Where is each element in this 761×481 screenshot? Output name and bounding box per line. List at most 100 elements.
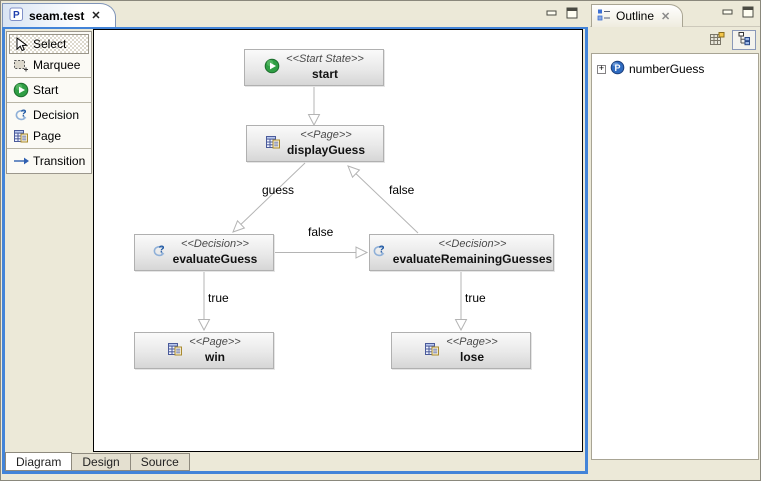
outline-toolbar xyxy=(705,30,756,50)
outline-tree: + P numberGuess xyxy=(591,53,759,460)
editor-minmax xyxy=(546,7,578,22)
outline-title: Outline xyxy=(616,9,655,23)
svg-text:?: ? xyxy=(378,244,384,255)
node-evaluateGuess[interactable]: ? <<Decision>> evaluateGuess xyxy=(134,234,274,271)
tab-title: seam.test xyxy=(29,8,85,23)
start-state-icon xyxy=(12,82,30,98)
page-icon xyxy=(265,134,281,153)
edge-label-false-right[interactable]: false xyxy=(308,225,334,239)
edge-start-displayGuess[interactable] xyxy=(307,87,321,127)
edge-displayGuess-evaluateGuess[interactable] xyxy=(232,162,306,233)
node-stereotype: <<Page>> xyxy=(189,336,241,349)
outline-view: Outline ✕ xyxy=(590,2,760,473)
node-lose[interactable]: <<Page>> lose xyxy=(391,332,531,369)
node-win[interactable]: <<Page>> win xyxy=(134,332,274,369)
palette-group-transition: Transition xyxy=(7,149,91,173)
edge-label-true-right[interactable]: true xyxy=(465,291,486,305)
node-stereotype: <<Decision>> xyxy=(181,238,249,251)
node-start[interactable]: <<Start State>> start xyxy=(244,49,384,86)
edge-evaluateRemainingGuesses-lose[interactable] xyxy=(454,272,468,332)
tab-design[interactable]: Design xyxy=(72,453,131,471)
tab-label: Design xyxy=(82,455,120,469)
node-displayGuess[interactable]: <<Page>> displayGuess xyxy=(246,125,384,162)
select-cursor-icon xyxy=(12,36,30,52)
palette-item-transition[interactable]: Transition xyxy=(9,151,89,171)
page-icon xyxy=(167,341,183,360)
editor-tab-row: P seam.test ✕ xyxy=(2,2,588,27)
start-state-icon xyxy=(264,58,280,77)
palette-item-label: Decision xyxy=(33,108,80,122)
palette-group-start: Start xyxy=(7,78,91,103)
marquee-icon xyxy=(12,58,30,72)
tree-item-numberGuess[interactable]: + P numberGuess xyxy=(592,54,758,78)
edge-evaluateRemainingGuesses-displayGuess[interactable] xyxy=(347,165,419,234)
palette-item-page[interactable]: Page xyxy=(9,126,89,146)
node-name: win xyxy=(204,349,225,364)
editor-page-tabs: Diagram Design Source xyxy=(5,452,585,471)
editor-frame: Select Marquee xyxy=(2,27,588,474)
outline-tab-row: Outline ✕ xyxy=(590,2,760,27)
node-stereotype: <<Page>> xyxy=(446,336,498,349)
palette-item-label: Select xyxy=(33,37,67,51)
node-stereotype: <<Page>> xyxy=(300,129,352,142)
expand-plus-icon[interactable]: + xyxy=(597,63,606,74)
tab-seam-test[interactable]: P seam.test ✕ xyxy=(2,3,116,27)
node-name: evaluateRemainingGuesses xyxy=(392,251,553,266)
palette-item-start[interactable]: Start xyxy=(9,80,89,100)
close-tab-icon[interactable]: ✕ xyxy=(91,10,101,22)
node-name: displayGuess xyxy=(286,142,366,157)
edge-label-guess[interactable]: guess xyxy=(262,183,295,197)
edges-layer xyxy=(197,87,468,332)
palette-group-selection: Select Marquee xyxy=(7,32,91,78)
palette-item-label: Page xyxy=(33,129,62,143)
diagram-canvas[interactable]: guess false false true true <<Start Stat… xyxy=(93,29,583,452)
palette-group-nodes: ? Decision xyxy=(7,103,91,149)
tree-item-label: numberGuess xyxy=(629,62,705,76)
overview-mode-button[interactable] xyxy=(705,30,729,50)
palette-item-label: Start xyxy=(33,83,59,97)
palette-item-marquee[interactable]: Marquee xyxy=(9,55,89,75)
maximize-icon[interactable] xyxy=(742,6,754,21)
node-name: start xyxy=(311,66,338,81)
svg-text:?: ? xyxy=(158,244,164,255)
svg-text:P: P xyxy=(614,63,620,73)
page-icon xyxy=(424,341,440,360)
seam-file-icon: P xyxy=(9,7,24,25)
node-name: evaluateGuess xyxy=(172,251,258,266)
close-outline-icon[interactable]: ✕ xyxy=(661,10,671,23)
decision-icon: ? xyxy=(12,107,30,123)
palette-item-select[interactable]: Select xyxy=(9,34,89,54)
outline-icon xyxy=(597,8,611,25)
page-icon xyxy=(12,128,30,144)
tab-label: Source xyxy=(140,455,179,469)
svg-text:P: P xyxy=(13,10,20,21)
tab-outline[interactable]: Outline ✕ xyxy=(591,4,684,27)
editor-part: P seam.test ✕ xyxy=(2,2,588,474)
edge-label-false-up[interactable]: false xyxy=(389,183,415,197)
svg-text:?: ? xyxy=(21,108,27,119)
transition-arrow-icon xyxy=(12,156,30,166)
palette-item-label: Marquee xyxy=(33,58,81,72)
tree-icon xyxy=(737,31,752,49)
tree-mode-button[interactable] xyxy=(732,30,756,50)
node-stereotype: <<Start State>> xyxy=(286,53,364,66)
node-name: lose xyxy=(459,349,484,364)
decision-icon: ? xyxy=(371,243,387,262)
edge-evaluateGuess-evaluateRemainingGuesses[interactable] xyxy=(275,246,369,259)
palette-item-decision[interactable]: ? Decision xyxy=(9,105,89,125)
maximize-icon[interactable] xyxy=(566,7,578,22)
tab-label: Diagram xyxy=(16,454,62,469)
edge-label-true-left[interactable]: true xyxy=(208,291,229,305)
decision-icon: ? xyxy=(151,243,167,262)
tool-palette: Select Marquee xyxy=(6,31,92,174)
minimize-icon[interactable] xyxy=(546,8,558,22)
tab-diagram[interactable]: Diagram xyxy=(5,452,73,471)
overview-icon xyxy=(709,31,726,50)
node-evaluateRemainingGuesses[interactable]: ? <<Decision>> evaluateRemainingGuesses xyxy=(369,234,554,271)
outline-minmax xyxy=(722,6,754,21)
node-stereotype: <<Decision>> xyxy=(438,238,507,251)
minimize-icon[interactable] xyxy=(722,7,734,21)
edge-evaluateGuess-win[interactable] xyxy=(197,272,211,332)
tab-source[interactable]: Source xyxy=(130,453,190,471)
